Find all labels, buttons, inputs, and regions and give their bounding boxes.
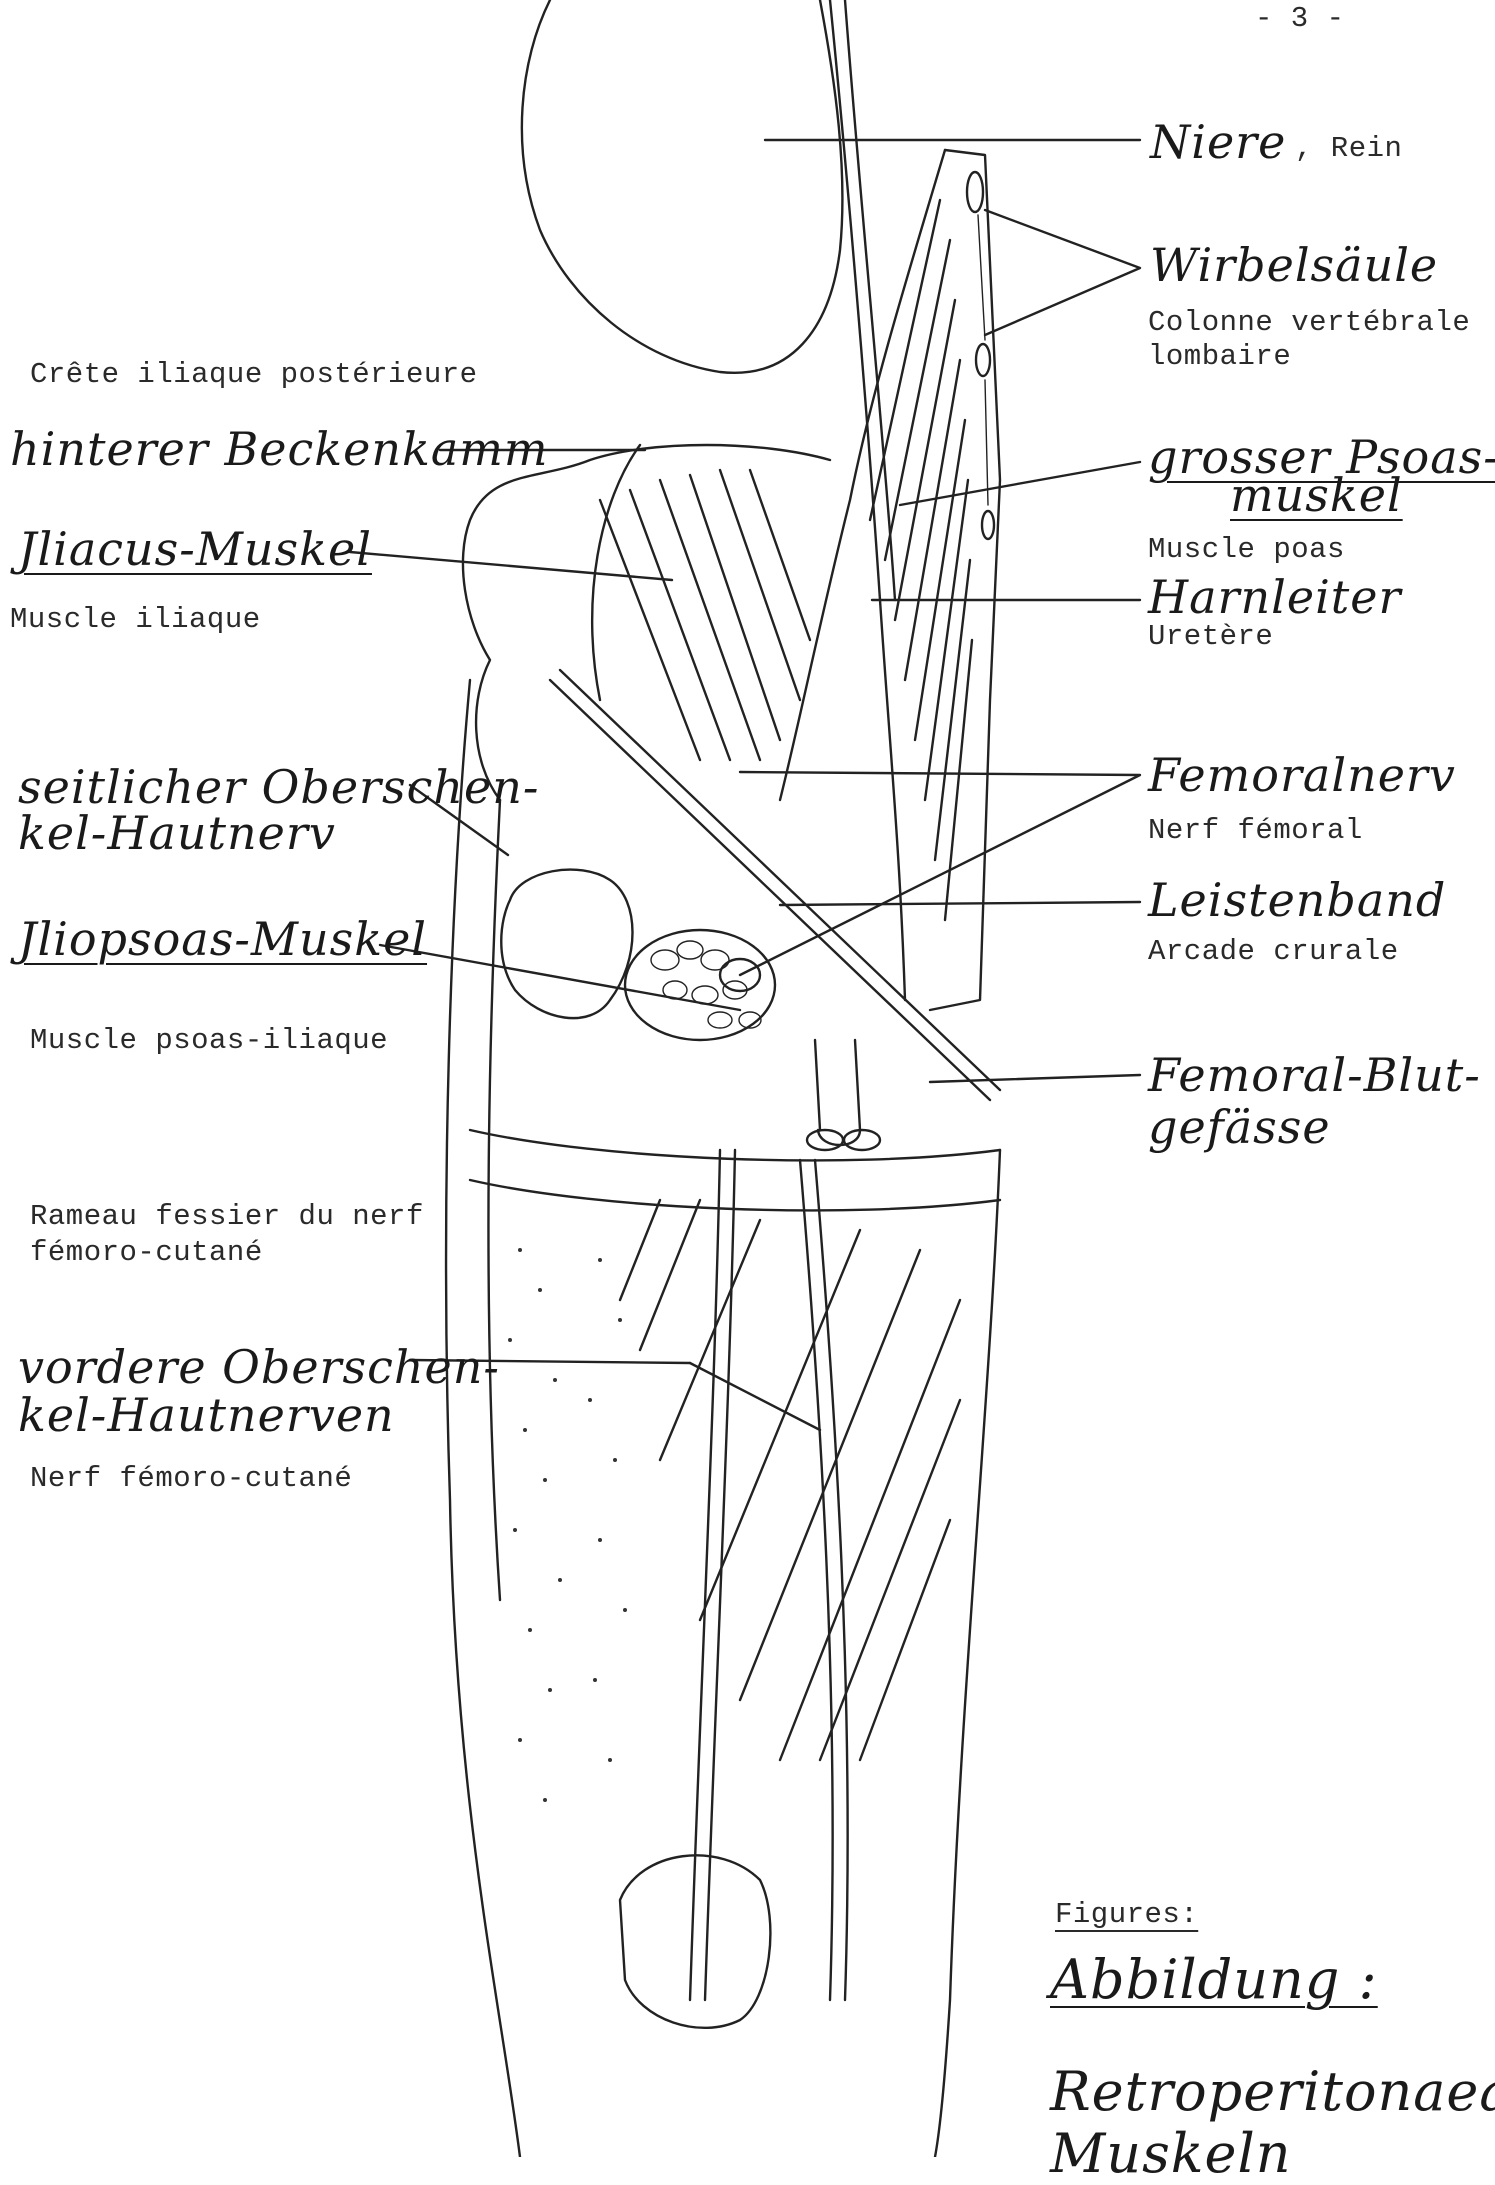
- label-blutgefaesse-2: gefässe: [1148, 1100, 1331, 1154]
- label-rameau-1: Rameau fessier du nerf: [30, 1200, 424, 1233]
- label-seitlicher-2: kel-Hautnerv: [18, 806, 336, 860]
- label-arcade-crurale: Arcade crurale: [1148, 935, 1399, 968]
- psoas-hatching: [870, 200, 972, 920]
- vertebra-3: [982, 511, 994, 539]
- label-harnleiter: Harnleiter: [1148, 570, 1402, 624]
- inguinal-ligament: [550, 680, 990, 1100]
- label-nerf-femoro-cutane: Nerf fémoro-cutané: [30, 1462, 352, 1495]
- label-vordere-2: kel-Hautnerven: [18, 1388, 395, 1442]
- label-psoas-2: muskel: [1230, 468, 1403, 522]
- thigh-hatching: [620, 1200, 960, 1760]
- label-vordere-1: vordere Oberschen-: [18, 1340, 500, 1394]
- label-muscle-psoas-iliaque: Muscle psoas-iliaque: [30, 1024, 388, 1057]
- label-nerf-femoral: Nerf fémoral: [1148, 814, 1363, 847]
- stipple-region: [508, 1248, 627, 1802]
- vertebra-1: [967, 172, 983, 212]
- caption-title-2: Muskeln: [1050, 2122, 1292, 2185]
- caption-figures: Figures:: [1055, 1898, 1198, 1931]
- caption-title-1: Retroperitonaeale: [1050, 2060, 1495, 2123]
- label-crete-iliaque: Crête iliaque postérieure: [30, 358, 478, 391]
- iliopsoas-bundle: [625, 930, 775, 1040]
- label-niere: Niere: [1150, 115, 1286, 169]
- label-beckenkamm: hinterer Beckenkamm: [10, 422, 549, 476]
- label-rein: , Rein: [1295, 132, 1402, 165]
- label-blutgefaesse-1: Femoral-Blut-: [1148, 1048, 1481, 1102]
- kidney-outline: [522, 0, 843, 373]
- label-uretere: Uretère: [1148, 620, 1273, 653]
- label-wirbelsaeule: Wirbelsäule: [1150, 238, 1438, 292]
- label-iliacus: Jliacus-Muskel: [18, 522, 372, 576]
- caption-abbildung: Abbildung :: [1050, 1948, 1378, 2011]
- label-femoralnerv: Femoralnerv: [1148, 748, 1456, 802]
- vertebra-2: [976, 344, 990, 376]
- label-rameau-2: fémoro-cutané: [30, 1236, 263, 1269]
- label-leistenband: Leistenband: [1148, 873, 1446, 927]
- page-number: - 3 -: [1255, 2, 1345, 35]
- label-muscle-poas: Muscle poas: [1148, 533, 1345, 566]
- thigh-right-outline: [935, 1150, 1000, 2157]
- iliacus-hatching: [600, 470, 810, 760]
- femoral-head: [501, 870, 632, 1019]
- label-iliopsoas: Jliopsoas-Muskel: [18, 912, 427, 966]
- label-lombaire: lombaire: [1148, 340, 1291, 373]
- anterior-cutaneous-nerve-2: [800, 1160, 833, 2000]
- label-muscle-iliaque: Muscle iliaque: [10, 603, 261, 636]
- anterior-cutaneous-nerve-1: [690, 1150, 720, 2000]
- label-colonne-vertebrale: Colonne vertébrale: [1148, 306, 1470, 339]
